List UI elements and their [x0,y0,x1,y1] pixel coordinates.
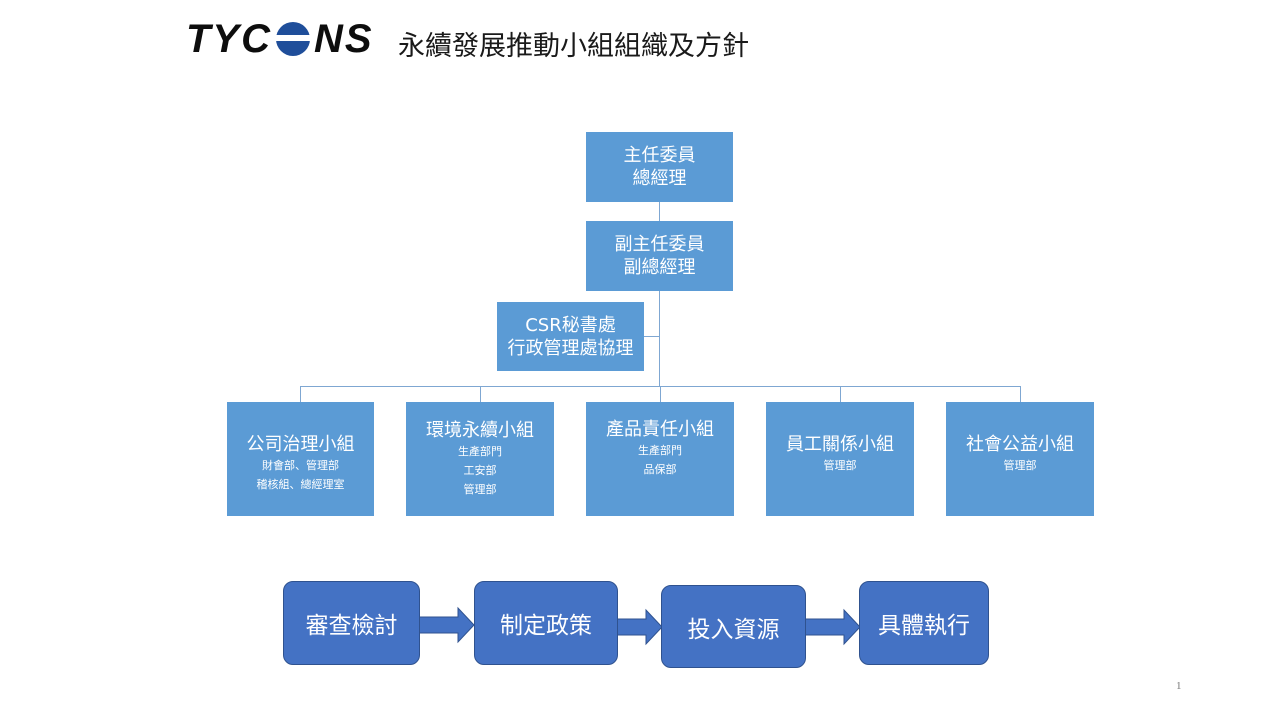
chair-person: 總經理 [632,168,687,189]
team-dept: 品保部 [643,462,677,476]
secretariat-box: CSR秘書處 行政管理處協理 [497,302,644,371]
team-title: 員工關係小組 [786,434,894,455]
team-dept: 管理部 [1003,459,1037,472]
tycons-logo: TYC NS [186,18,374,60]
team-box-employee: 員工關係小組 管理部 [766,402,914,516]
connector-team-2 [480,386,481,403]
team-dept: 管理部 [463,483,497,496]
arrow-icon [418,606,475,644]
connector-team-1 [300,386,301,403]
team-title: 產品責任小組 [606,418,714,440]
team-dept: 生產部門 [638,443,682,457]
team-box-product: 產品責任小組 生產部門 品保部 [586,402,734,516]
vice-chair-box: 副主任委員 副總經理 [586,221,733,291]
flow-step-policy: 制定政策 [474,581,618,665]
team-title: 環境永續小組 [426,420,534,441]
vice-chair-person: 副總經理 [623,257,696,278]
team-dept: 稽核組、總經理室 [256,477,345,491]
secretariat-title: CSR秘書處 [525,314,616,336]
page-title: 永續發展推動小組組織及方針 [398,31,749,62]
flow-step-resources: 投入資源 [661,585,806,668]
team-title: 社會公益小組 [966,434,1074,455]
logo-o-icon [276,22,310,56]
team-box-social: 社會公益小組 管理部 [946,402,1094,516]
flow-step-review: 審查檢討 [283,581,420,665]
logo-text-right: NS [314,17,374,61]
team-box-environment: 環境永續小組 生產部門 工安部 管理部 [406,402,554,516]
page-number: 1 [1176,680,1182,692]
logo-text-left: TYC [186,17,272,61]
team-dept: 生產部門 [458,445,502,458]
secretariat-person: 行政管理處協理 [507,337,634,359]
connector-team-3 [660,386,661,403]
arrow-icon [804,608,861,646]
flow-step-execute: 具體執行 [859,581,989,665]
connector-team-5 [1020,386,1021,403]
team-dept: 財會部、管理部 [262,458,339,472]
connector-team-4 [840,386,841,403]
connector-vice-trunk [659,291,660,387]
vice-chair-title: 副主任委員 [614,234,705,255]
team-dept: 工安部 [463,464,497,477]
team-title: 公司治理小組 [246,433,355,455]
team-dept: 管理部 [823,459,857,472]
team-box-governance: 公司治理小組 財會部、管理部 稽核組、總經理室 [227,402,374,516]
arrow-icon [616,608,663,646]
connector-chair-vice [659,202,660,222]
chair-box: 主任委員 總經理 [586,132,733,202]
chair-title: 主任委員 [623,145,696,166]
connector-secretariat [644,336,660,337]
